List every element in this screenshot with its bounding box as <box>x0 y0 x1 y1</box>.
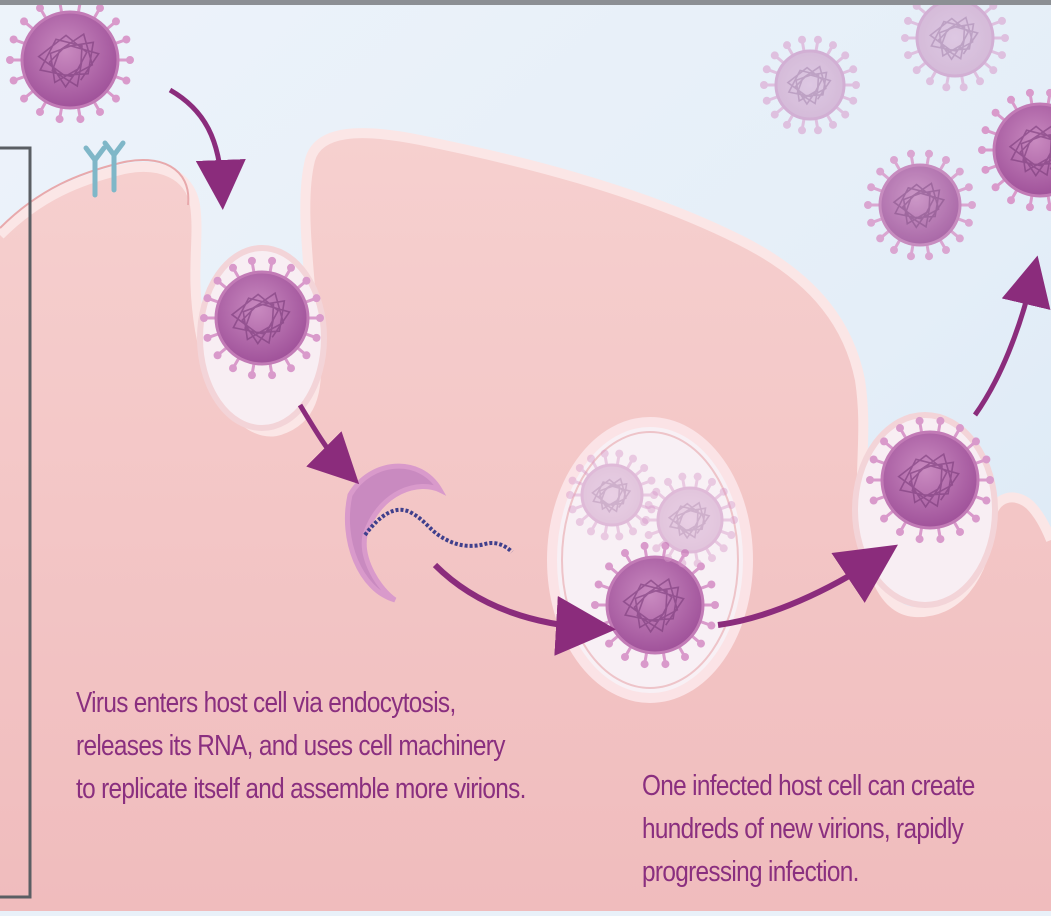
caption-entry: Virus enters host cell via endocytosis, … <box>76 682 526 811</box>
caption-release-line: progressing infection. <box>642 851 975 894</box>
caption-entry-line: to replicate itself and assemble more vi… <box>76 768 526 811</box>
caption-entry-line: Virus enters host cell via endocytosis, <box>76 682 526 725</box>
caption-entry-line: releases its RNA, and uses cell machiner… <box>76 725 526 768</box>
top-frame-border <box>0 0 1051 5</box>
caption-release-line: One infected host cell can create <box>642 765 975 808</box>
caption-release: One infected host cell can create hundre… <box>642 765 975 894</box>
caption-release-line: hundreds of new virions, rapidly <box>642 808 975 851</box>
